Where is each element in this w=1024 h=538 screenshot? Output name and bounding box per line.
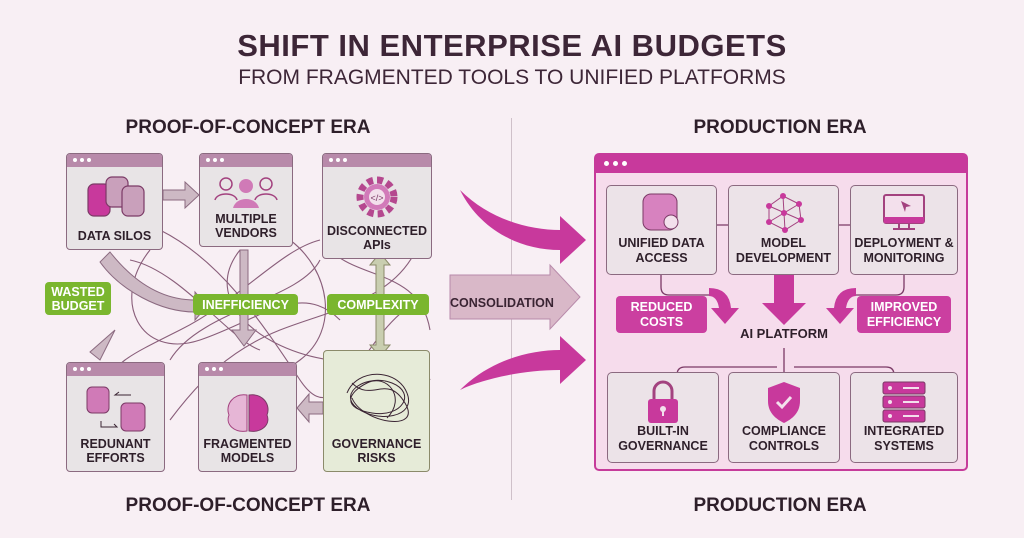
- page-title: SHIFT IN ENTERPRISE AI BUDGETS: [237, 28, 787, 63]
- right-era-footer: PRODUCTION ERA: [693, 495, 867, 516]
- database-search-icon: [642, 193, 678, 231]
- box-built-in-governance: BUILT-IN GOVERNANCE: [607, 372, 719, 463]
- box-label: INTEGRATED SYSTEMS: [863, 424, 945, 453]
- curved-arrow-top: [460, 190, 586, 264]
- curved-arrow-bottom: [460, 336, 586, 390]
- server-rack-icon: [882, 381, 926, 423]
- box-multiple-vendors: MULTIPLE VENDORS: [199, 153, 293, 247]
- box-label: MULTIPLE VENDORS: [215, 212, 277, 240]
- code-gear-icon: </>: [356, 176, 398, 218]
- box-compliance-controls: COMPLIANCE CONTROLS: [728, 372, 840, 463]
- benefit-improved-efficiency: IMPROVED EFFICIENCY: [857, 296, 951, 333]
- platform-connectors: [660, 224, 905, 385]
- box-deployment-monitoring: DEPLOYMENT & MONITORING: [850, 185, 958, 275]
- box-redundant-efforts: REDUNANT EFFORTS: [66, 362, 165, 472]
- tangle-icon: [346, 373, 409, 422]
- shield-check-icon: [768, 382, 800, 423]
- tag-inefficiency: INEFFICIENCY: [193, 294, 298, 315]
- box-label: FRAGMENTED MODELS: [203, 437, 292, 465]
- box-label: DATA SILOS: [77, 229, 152, 243]
- right-era-heading: PRODUCTION ERA: [693, 117, 867, 138]
- svg-text:</>: </>: [370, 193, 383, 203]
- consolidation-arrows: [449, 190, 586, 390]
- monitor-cursor-icon: [883, 194, 925, 230]
- database-stack-icon: [86, 176, 145, 217]
- tag-complexity: COMPLEXITY: [327, 294, 429, 315]
- ai-platform-label: AI PLATFORM: [740, 326, 828, 341]
- box-data-silos: DATA SILOS: [66, 153, 163, 250]
- left-era-heading: PROOF-OF-CONCEPT ERA: [125, 117, 371, 138]
- left-era-footer: PROOF-OF-CONCEPT ERA: [125, 495, 371, 516]
- page-subtitle: FROM FRAGMENTED TOOLS TO UNIFIED PLATFOR…: [238, 66, 786, 89]
- box-label: GOVERNANCE RISKS: [331, 437, 422, 465]
- box-governance-risks: GOVERNANCE RISKS: [323, 350, 430, 472]
- box-integrated-systems: INTEGRATED SYSTEMS: [850, 372, 958, 463]
- consolidation-arrow: [449, 263, 581, 331]
- people-icon: [214, 177, 278, 208]
- benefit-reduced-costs: REDUCED COSTS: [616, 296, 707, 333]
- consolidation-label: CONSOLIDATION: [450, 296, 554, 310]
- lock-icon: [648, 380, 678, 423]
- box-fragmented-models: FRAGMENTED MODELS: [198, 362, 297, 472]
- box-label: DISCONNECTED APIs: [326, 224, 427, 252]
- box-unified-data-access: UNIFIED DATA ACCESS: [606, 185, 717, 275]
- box-label: REDUNANT EFFORTS: [80, 437, 151, 465]
- box-model-development: MODEL DEVELOPMENT: [728, 185, 839, 275]
- brain-icon: [227, 394, 268, 432]
- box-disconnected-apis: </> DISCONNECTED APIs: [322, 153, 432, 259]
- duplicate-database-icon: [86, 386, 145, 432]
- box-label: MODEL DEVELOPMENT: [735, 236, 832, 265]
- box-label: COMPLIANCE CONTROLS: [741, 424, 827, 453]
- box-label: BUILT-IN GOVERNANCE: [618, 424, 708, 453]
- neural-network-icon: [765, 193, 804, 233]
- tag-wasted-budget: WASTED BUDGET: [45, 282, 111, 315]
- box-label: DEPLOYMENT & MONITORING: [854, 236, 954, 265]
- box-label: UNIFIED DATA ACCESS: [618, 236, 705, 265]
